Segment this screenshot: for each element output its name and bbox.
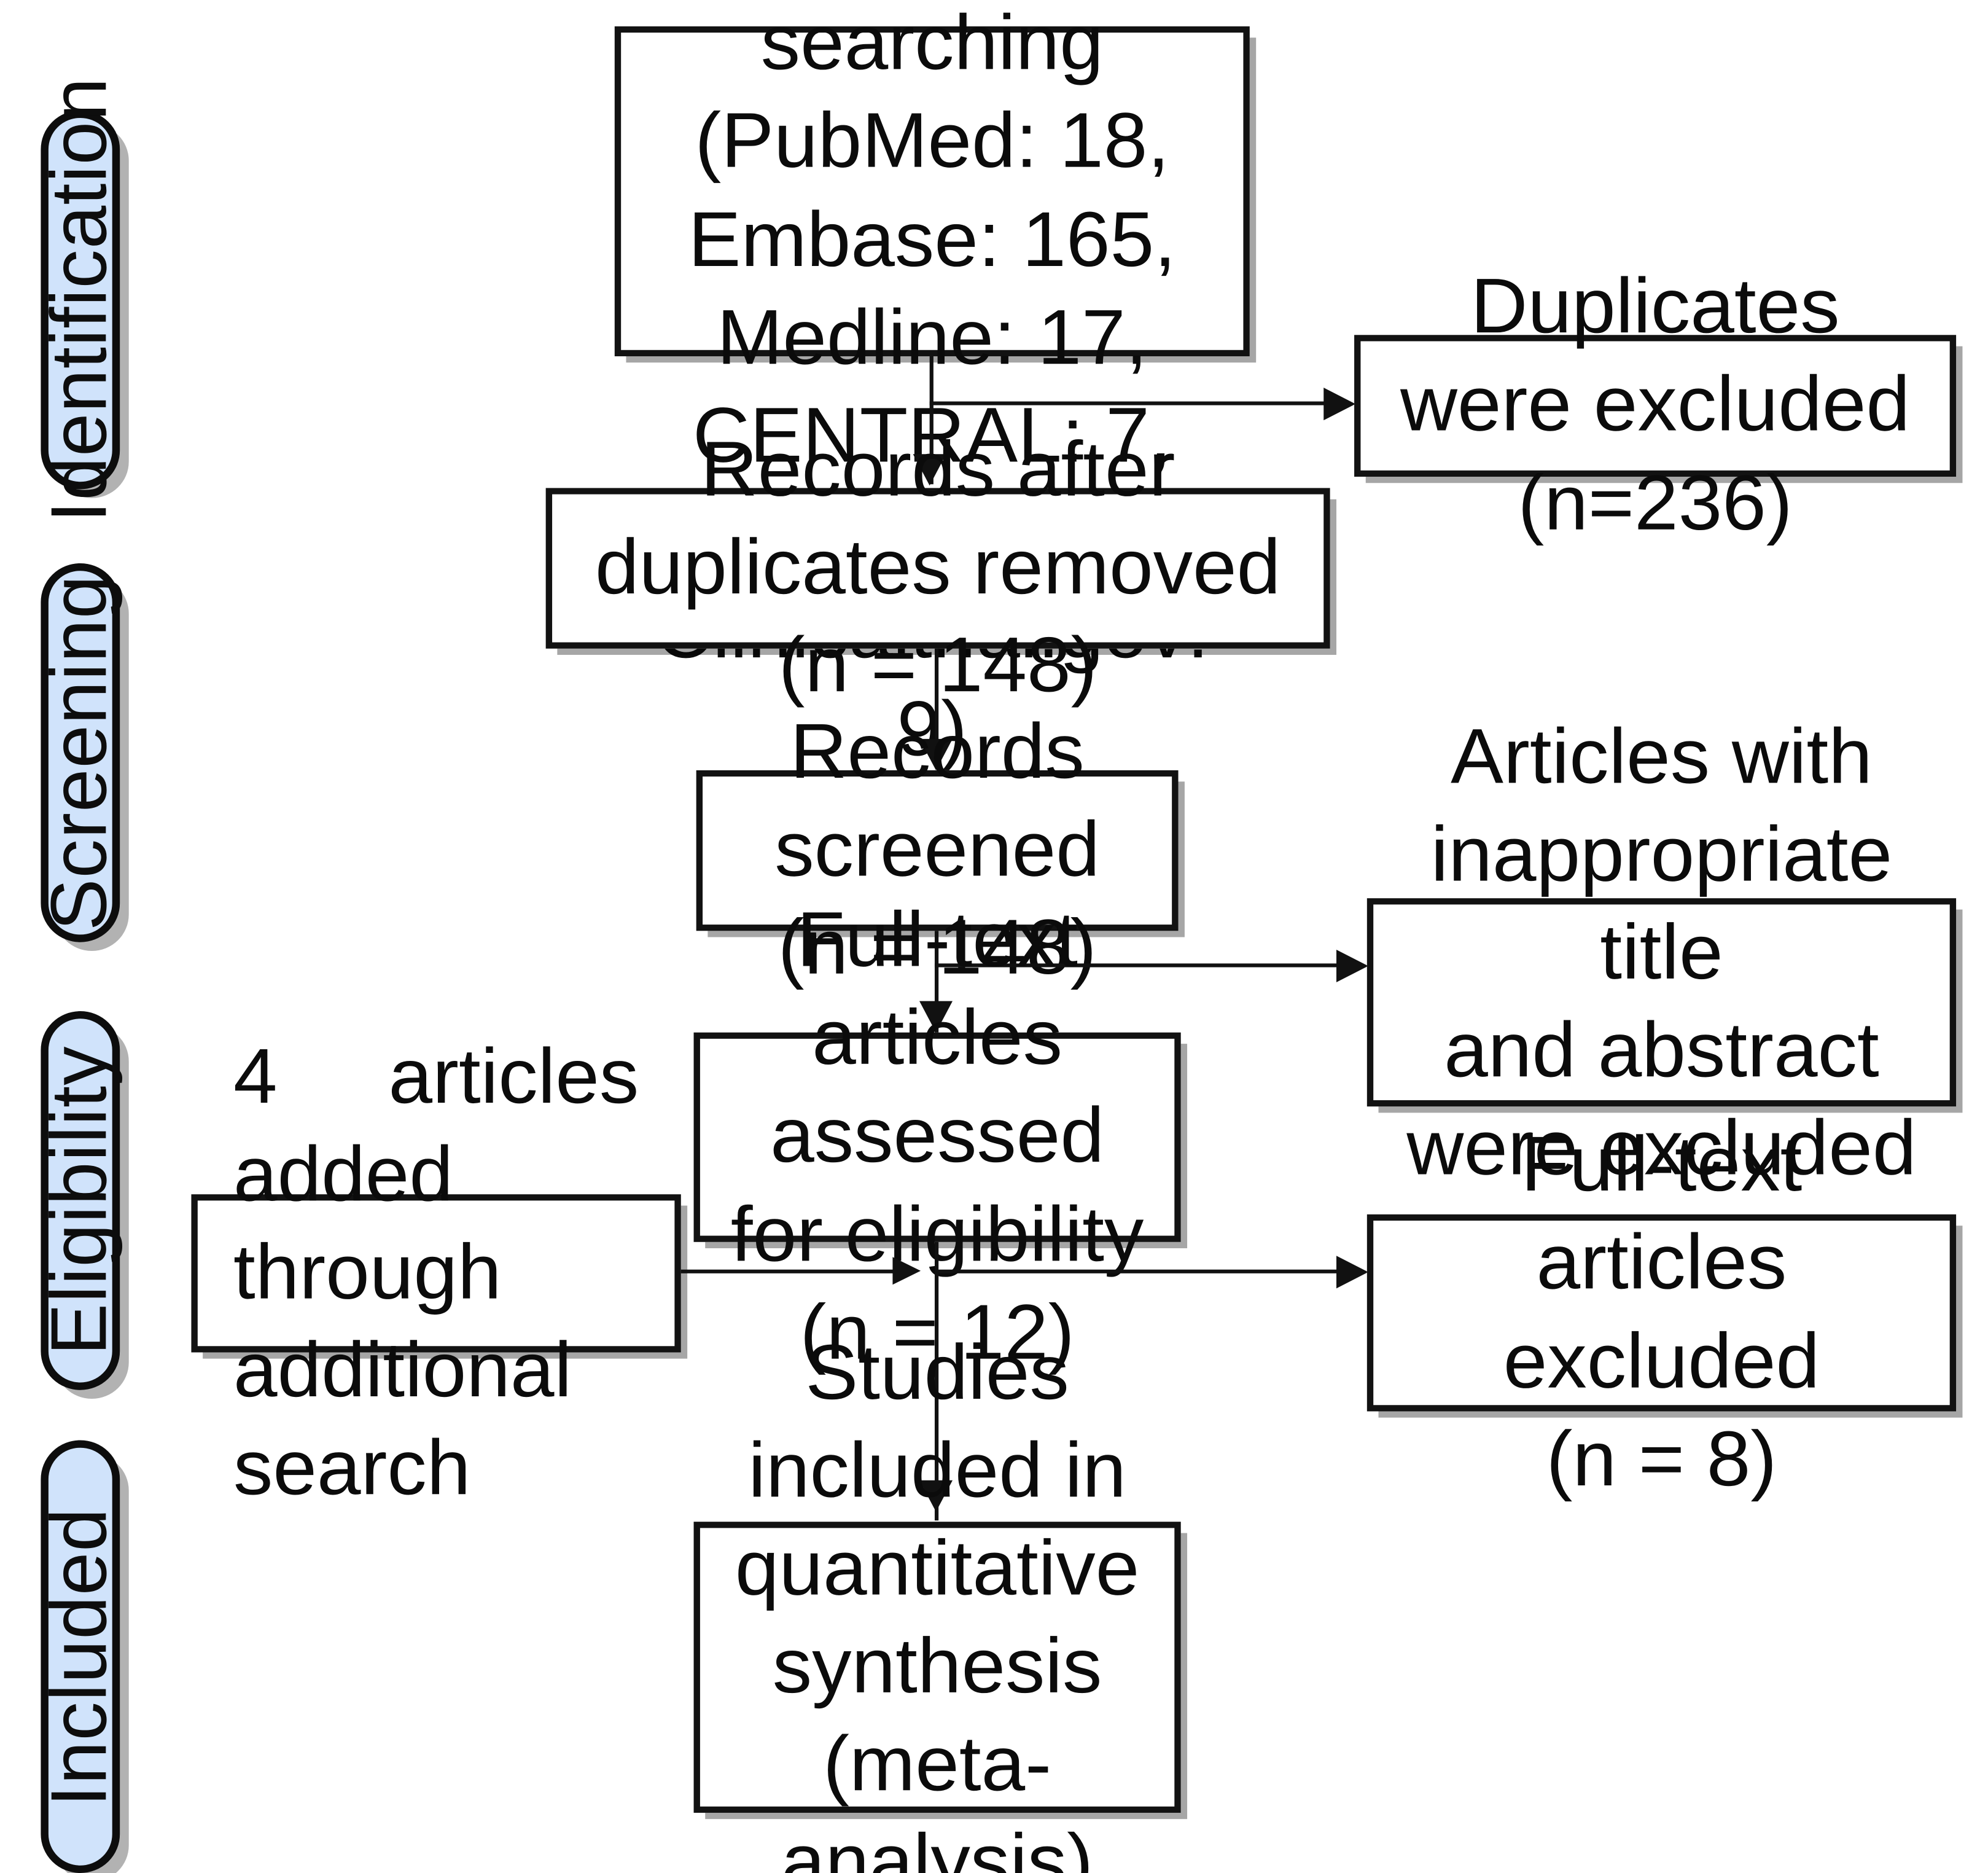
box-title-abstract-excluded-text: Articles with inappropriate title and ab… — [1406, 713, 1917, 1289]
stage-included: Included — [36, 1440, 124, 1873]
box-records-after-duplicates: Records after duplicates removed (n = 14… — [545, 426, 1330, 709]
connector-identified-to-after-duplicates — [929, 356, 934, 485]
stage-included-label: Included — [36, 1507, 124, 1807]
arrowhead-additional-search-to-main — [892, 1257, 921, 1285]
box-studies-included: Studies included in quantitative synthes… — [693, 1329, 1181, 1873]
arrowhead-after-duplicates-to-screened — [919, 738, 953, 770]
stage-screening-label: Screening — [36, 574, 124, 931]
box-records-after-duplicates-text: Records after duplicates removed (n = 14… — [594, 426, 1281, 709]
connector-screened-to-title-abstract-excluded — [934, 963, 1351, 968]
box-fulltext-assessed-text: Full-text articles assessed for eligibil… — [730, 897, 1144, 1376]
connector-fulltext-to-excluded — [938, 1269, 1351, 1273]
box-studies-included-text: Studies included in quantitative synthes… — [735, 1329, 1140, 1873]
box-records-screened-text: Records screened (n = 148) — [774, 708, 1100, 991]
arrowhead-screened-to-fulltext — [919, 1001, 953, 1033]
stage-identification-label: Identification — [36, 77, 124, 523]
box-duplicates-excluded-text: Duplicates were excluded (n=236) — [1400, 264, 1911, 547]
connector-additional-search-to-main — [680, 1269, 906, 1273]
box-duplicates-excluded: Duplicates were excluded (n=236) — [1354, 264, 1957, 547]
box-additional-search: 4 articles added through additional sear… — [191, 1033, 681, 1512]
box-title-abstract-excluded: Articles with inappropriate title and ab… — [1366, 713, 1957, 1290]
stage-identification: Identification — [36, 77, 123, 522]
box-records-screened: Records screened (n = 148) — [696, 709, 1179, 991]
arrowhead-screened-to-title-abstract-excluded — [1336, 949, 1368, 983]
box-fulltext-assessed: Full-text articles assessed for eligibil… — [693, 897, 1181, 1376]
stage-eligibility-label: Eligibility — [36, 1046, 124, 1356]
connector-fulltext-to-studies-included — [934, 1241, 939, 1521]
box-records-identified: Records identified through database sear… — [614, 1, 1250, 773]
connector-screened-to-fulltext — [934, 931, 939, 1034]
box-fulltext-excluded: Full-text articles excluded (n = 8) — [1366, 1122, 1957, 1503]
box-additional-search-text: 4 articles added through additional sear… — [233, 1033, 639, 1512]
connector-identified-to-duplicates — [929, 401, 1338, 405]
arrowhead-identified-to-duplicates — [1323, 388, 1356, 421]
stage-eligibility: Eligibility — [36, 1011, 124, 1390]
arrowhead-fulltext-to-studies-included — [919, 1480, 953, 1512]
connector-after-duplicates-to-screened — [934, 648, 939, 762]
arrowhead-fulltext-to-excluded — [1336, 1256, 1368, 1289]
arrowhead-identified-to-after-duplicates — [913, 454, 946, 486]
box-fulltext-excluded-text: Full-text articles excluded (n = 8) — [1503, 1122, 1820, 1503]
stage-screening: Screening — [36, 563, 124, 942]
